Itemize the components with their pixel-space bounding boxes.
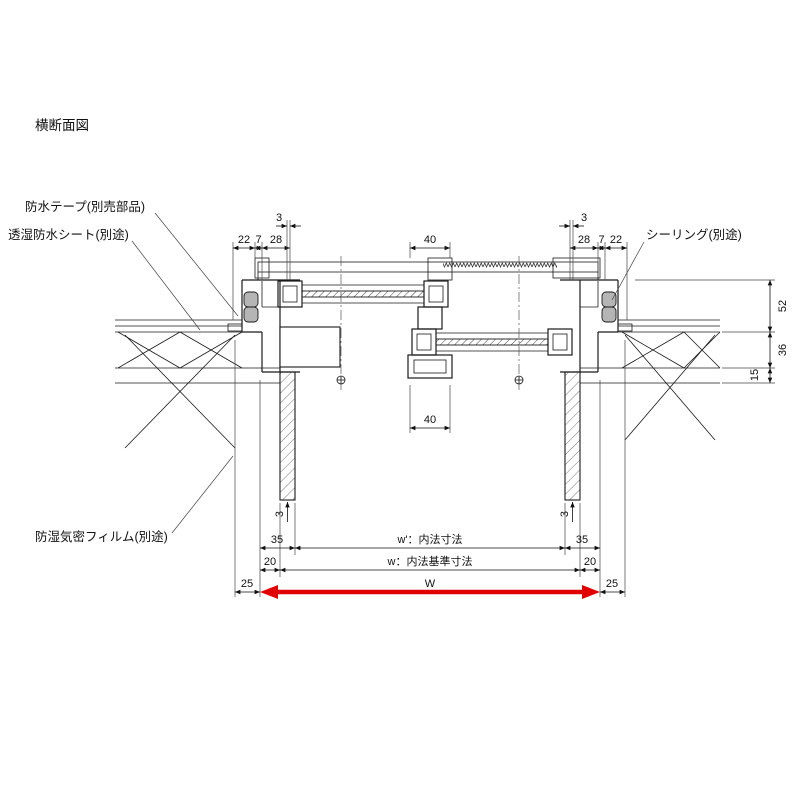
- left-seal-lower: [243, 306, 259, 323]
- dim-3-top-right: 3: [581, 212, 587, 224]
- overall-width-arrow: [260, 585, 600, 599]
- dim-7-right: 7: [598, 234, 604, 246]
- left-wall-section: [115, 319, 280, 449]
- dim-3-trim-right: 3: [559, 511, 571, 517]
- dim-25-right: 25: [606, 578, 618, 590]
- dim-15: 15: [749, 369, 761, 381]
- dim-W: W: [425, 578, 436, 590]
- right-wall-section: [580, 319, 721, 441]
- dim-7-left: 7: [255, 234, 261, 246]
- right-seal-lower: [601, 306, 617, 323]
- dim-28-right: 28: [578, 234, 590, 246]
- right-trim-board: [564, 371, 581, 501]
- dimension-labels: 22 7 28 3 40 28 7 22 3 52 36 15 40 3 3 3…: [238, 212, 789, 590]
- dimension-lines: [232, 220, 775, 597]
- dim-3-trim-left: 3: [274, 511, 286, 517]
- dim-36: 36: [777, 344, 789, 356]
- drawing-title: 横断面図: [35, 118, 89, 133]
- dim-40-bottom: 40: [424, 414, 436, 426]
- right-mounting-fin: [617, 323, 633, 332]
- dim-40-top: 40: [424, 234, 436, 246]
- reference-mark-left: [336, 375, 346, 385]
- left-mounting-fin: [227, 323, 243, 332]
- left-seal-upper: [243, 291, 259, 308]
- dim-20-right: 20: [584, 556, 596, 568]
- left-trim-board: [279, 371, 296, 501]
- callout-sealing: シーリング(別途): [646, 227, 742, 242]
- callout-breathable-sheet: 透湿防水シート(別途): [8, 227, 129, 242]
- callout-waterproof-tape: 防水テープ(別売部品): [25, 199, 145, 214]
- interior-glass: [435, 338, 549, 346]
- left-pocket-box: [279, 326, 341, 368]
- reference-mark-right: [514, 375, 524, 385]
- centerlines: [336, 256, 524, 390]
- exterior-sash: [277, 280, 449, 308]
- dim-22-left: 22: [238, 234, 250, 246]
- exterior-glass: [301, 290, 425, 298]
- dim-35-right: 35: [576, 534, 588, 546]
- dim-3-top-left: 3: [276, 212, 282, 224]
- callouts: 防水テープ(別売部品) 透湿防水シート(別途) シーリング(別途) 防湿気密フィ…: [8, 199, 742, 544]
- dim-22-right: 22: [610, 234, 622, 246]
- dim-w-base: w：内法基準寸法: [387, 554, 473, 568]
- dim-28-left: 28: [270, 234, 282, 246]
- dim-35-left: 35: [271, 534, 283, 546]
- right-seal-upper: [601, 291, 617, 308]
- meeting-stile: [407, 306, 453, 379]
- dim-20-left: 20: [264, 556, 276, 568]
- screen-track-strip: [254, 257, 601, 281]
- dim-w-inner: w'：内法寸法: [396, 532, 462, 546]
- dim-52: 52: [777, 300, 789, 312]
- dim-25-left: 25: [241, 578, 253, 590]
- window-frame-assembly: [227, 257, 633, 501]
- interior-sash: [411, 328, 573, 356]
- callout-moisture-film: 防湿気密フィルム(別途): [35, 529, 168, 544]
